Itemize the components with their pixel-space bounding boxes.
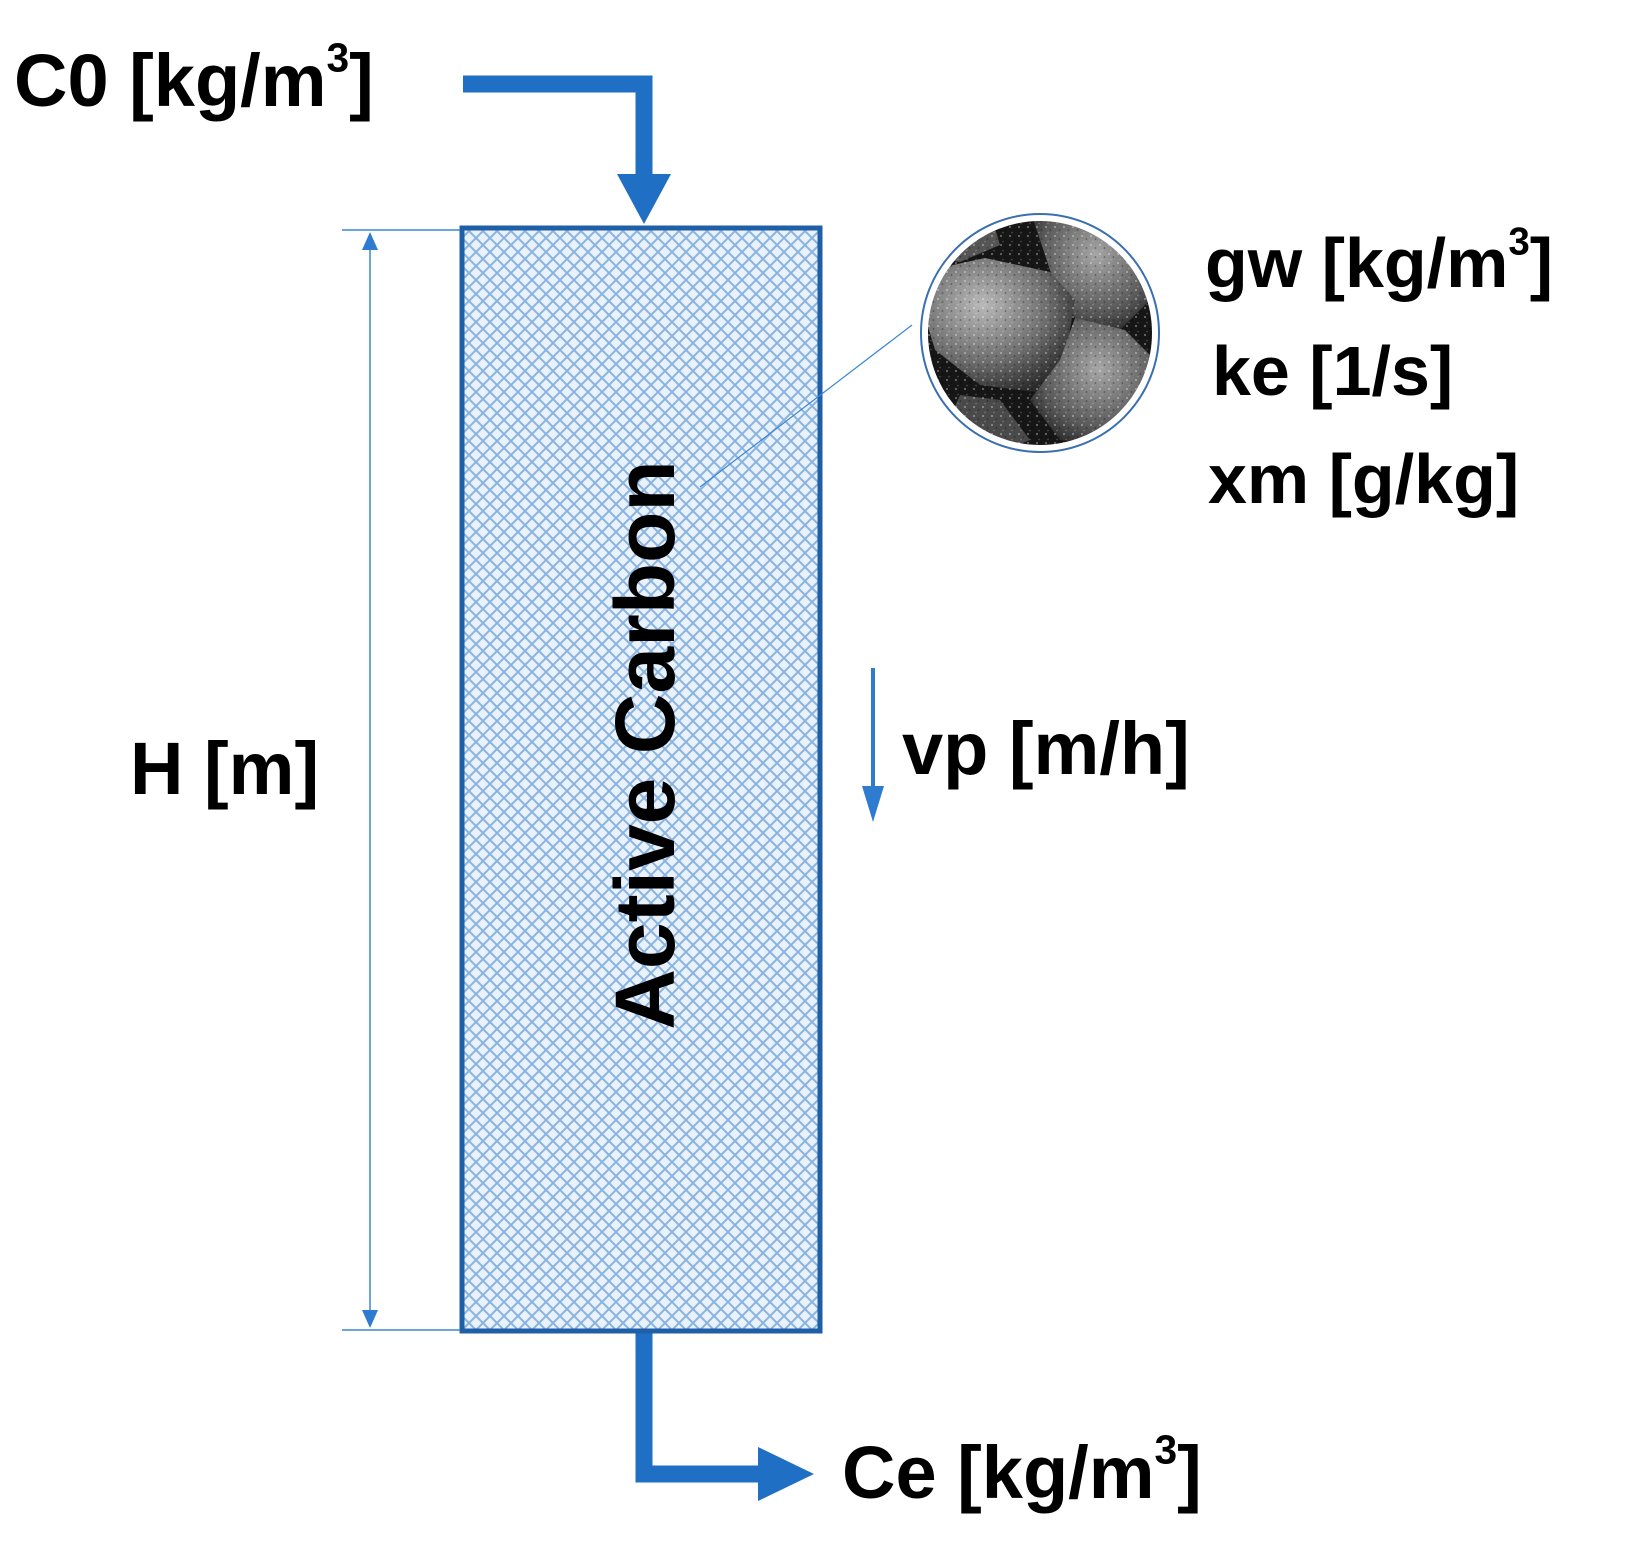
velocity-arrow [862, 668, 884, 822]
active-carbon-column [459, 225, 823, 1334]
height-dimension [342, 229, 460, 1331]
density-label: gw [kg/m3] [1205, 220, 1554, 302]
outlet-flow-arrow [635, 1332, 814, 1501]
activated-carbon-particles-micrograph-icon [920, 213, 1160, 453]
column-height-label: H [m] [130, 727, 320, 810]
inlet-concentration-label: C0 [kg/m3] [14, 34, 374, 122]
rate-constant-label: ke [1/s] [1212, 332, 1454, 410]
outlet-concentration-label: Ce [kg/m3] [842, 1426, 1202, 1514]
capacity-label: xm [g/kg] [1208, 440, 1520, 518]
particle-leader-line [699, 324, 913, 488]
velocity-label: vp [m/h] [902, 707, 1190, 790]
inlet-flow-arrow [463, 75, 671, 224]
column-material-label: Active Carbon [598, 460, 692, 1030]
